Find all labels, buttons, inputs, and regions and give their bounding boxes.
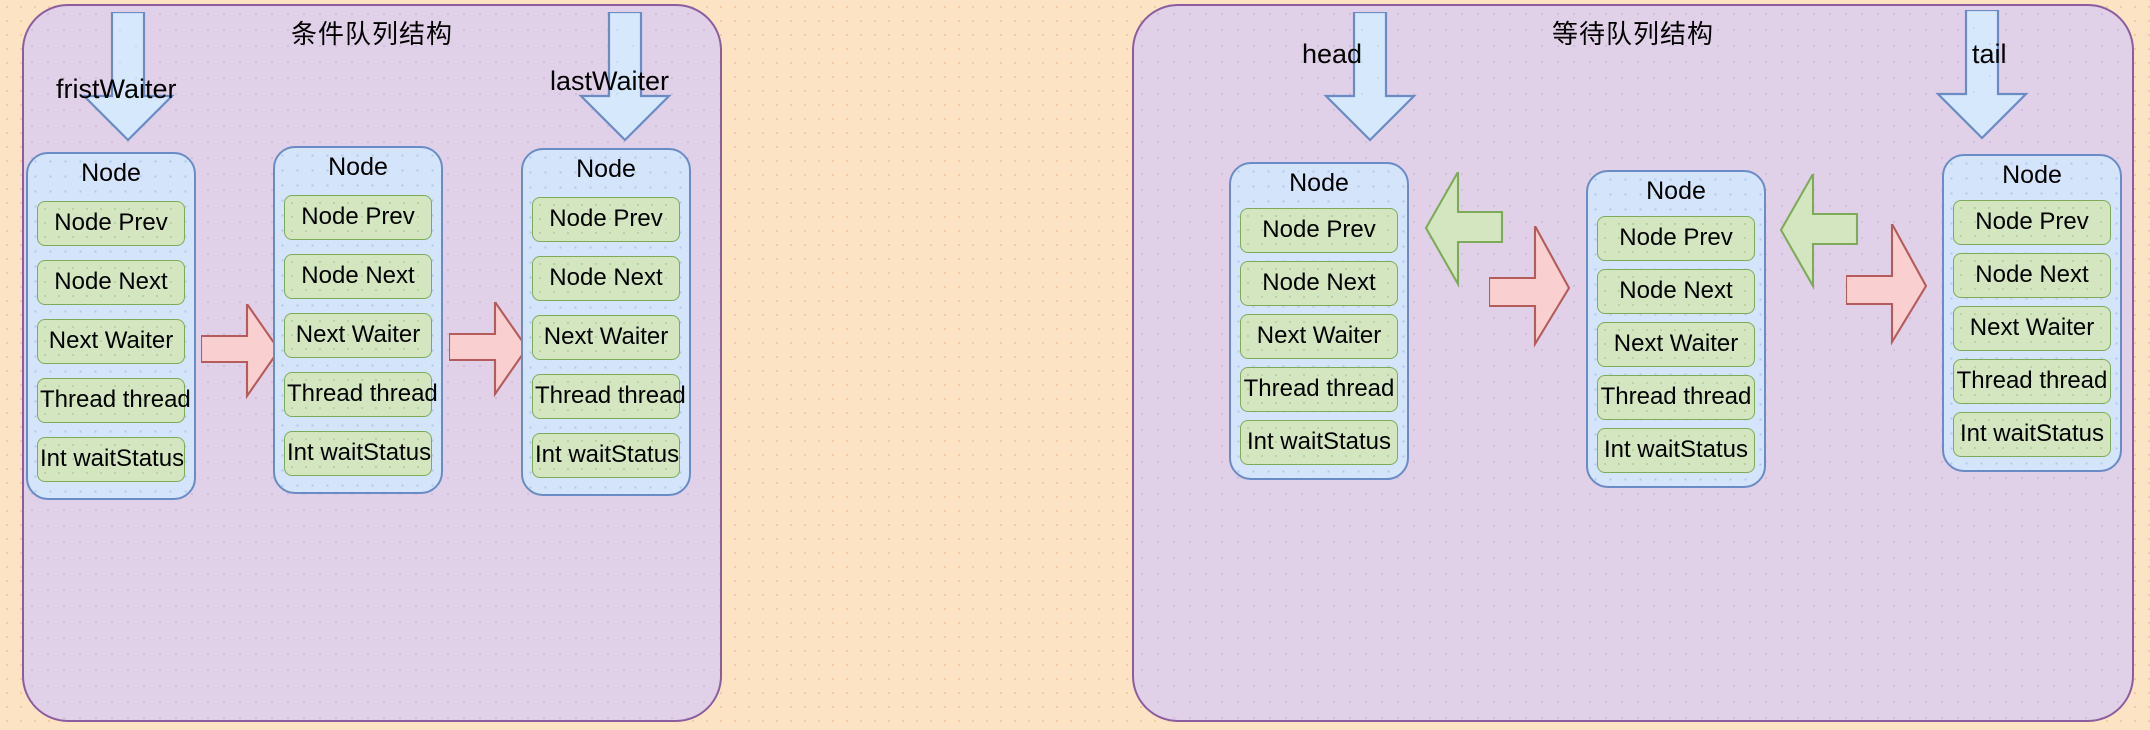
pointer-label-head: head (1302, 39, 1363, 69)
node-field-waitstatus[interactable]: Int waitStatus (532, 432, 680, 478)
pointer-label-tail: tail (1972, 39, 2007, 69)
panel-wait-queue-title: 等待队列结构 (1551, 19, 1714, 49)
node-field-thread[interactable]: Thread thread (284, 371, 438, 417)
node-card[interactable]: Node Node Prev Node Next Next Waiter Thr… (273, 146, 443, 494)
node-field-nextwaiter[interactable]: Next Waiter (284, 312, 432, 358)
pointer-label-lastwaiter: lastWaiter (550, 66, 670, 96)
node-field-next[interactable]: Node Next (532, 255, 680, 301)
pointer-arrow-lastwaiter (578, 12, 672, 142)
node-field-nextwaiter[interactable]: Next Waiter (1953, 305, 2111, 351)
node-title: Node (2002, 161, 2062, 189)
node-field-nextwaiter[interactable]: Next Waiter (532, 314, 680, 360)
node-field-thread[interactable]: Thread thread (1953, 358, 2111, 404)
node-card[interactable]: Node Node Prev Node Next Next Waiter Thr… (1942, 154, 2122, 472)
link-arrow-prev-1 (1424, 172, 1504, 288)
pointer-label-fristwaiter: fristWaiter (56, 74, 177, 104)
node-card[interactable]: Node Node Prev Node Next Next Waiter Thr… (521, 148, 691, 496)
pointer-arrow-head (1323, 12, 1417, 142)
node-field-waitstatus[interactable]: Int waitStatus (1953, 411, 2111, 457)
node-field-prev[interactable]: Node Prev (284, 194, 432, 240)
link-arrow-next-1 (1489, 226, 1571, 348)
pointer-arrow-fristwaiter (81, 12, 175, 142)
node-title: Node (81, 159, 141, 187)
node-fields: Node Prev Node Next Next Waiter Thread t… (1231, 202, 1407, 479)
node-field-next[interactable]: Node Next (37, 259, 185, 305)
node-field-prev[interactable]: Node Prev (1240, 207, 1398, 253)
node-field-next[interactable]: Node Next (1953, 252, 2111, 298)
panel-condition-queue-title: 条件队列结构 (290, 19, 453, 49)
node-field-prev[interactable]: Node Prev (37, 200, 185, 246)
panel-wait-queue: 等待队列结构 head tail Node Node Prev Node Nex… (1132, 4, 2134, 722)
panel-condition-queue: 条件队列结构 fristWaiter lastWaiter Node Node … (22, 4, 722, 722)
node-fields: Node Prev Node Next Next Waiter Thread t… (1944, 194, 2120, 471)
node-field-prev[interactable]: Node Prev (1597, 215, 1755, 261)
node-field-waitstatus[interactable]: Int waitStatus (1597, 427, 1755, 473)
node-field-next[interactable]: Node Next (284, 253, 432, 299)
node-field-thread[interactable]: Thread thread (37, 377, 191, 423)
node-title: Node (1289, 169, 1349, 197)
node-field-waitstatus[interactable]: Int waitStatus (284, 430, 432, 476)
pointer-arrow-tail (1935, 10, 2029, 140)
node-field-thread[interactable]: Thread thread (1240, 366, 1398, 412)
link-arrow-next-1 (201, 304, 281, 400)
node-field-nextwaiter[interactable]: Next Waiter (1597, 321, 1755, 367)
node-field-prev[interactable]: Node Prev (1953, 199, 2111, 245)
node-title: Node (576, 155, 636, 183)
link-arrow-next-2 (1846, 224, 1928, 346)
node-field-nextwaiter[interactable]: Next Waiter (37, 318, 185, 364)
link-arrow-next-2 (449, 302, 529, 398)
node-field-waitstatus[interactable]: Int waitStatus (1240, 419, 1398, 465)
node-card[interactable]: Node Node Prev Node Next Next Waiter Thr… (1229, 162, 1409, 480)
node-card[interactable]: Node Node Prev Node Next Next Waiter Thr… (26, 152, 196, 500)
node-title: Node (1646, 177, 1706, 205)
node-fields: Node Prev Node Next Next Waiter Thread t… (275, 186, 441, 493)
node-field-prev[interactable]: Node Prev (532, 196, 680, 242)
node-field-next[interactable]: Node Next (1240, 260, 1398, 306)
node-field-waitstatus[interactable]: Int waitStatus (37, 436, 185, 482)
node-field-thread[interactable]: Thread thread (1597, 374, 1755, 420)
node-fields: Node Prev Node Next Next Waiter Thread t… (1588, 210, 1764, 487)
node-title: Node (328, 153, 388, 181)
node-card[interactable]: Node Node Prev Node Next Next Waiter Thr… (1586, 170, 1766, 488)
link-arrow-prev-2 (1779, 174, 1859, 290)
node-fields: Node Prev Node Next Next Waiter Thread t… (28, 192, 194, 499)
node-field-nextwaiter[interactable]: Next Waiter (1240, 313, 1398, 359)
node-field-thread[interactable]: Thread thread (532, 373, 686, 419)
node-fields: Node Prev Node Next Next Waiter Thread t… (523, 188, 689, 495)
node-field-next[interactable]: Node Next (1597, 268, 1755, 314)
